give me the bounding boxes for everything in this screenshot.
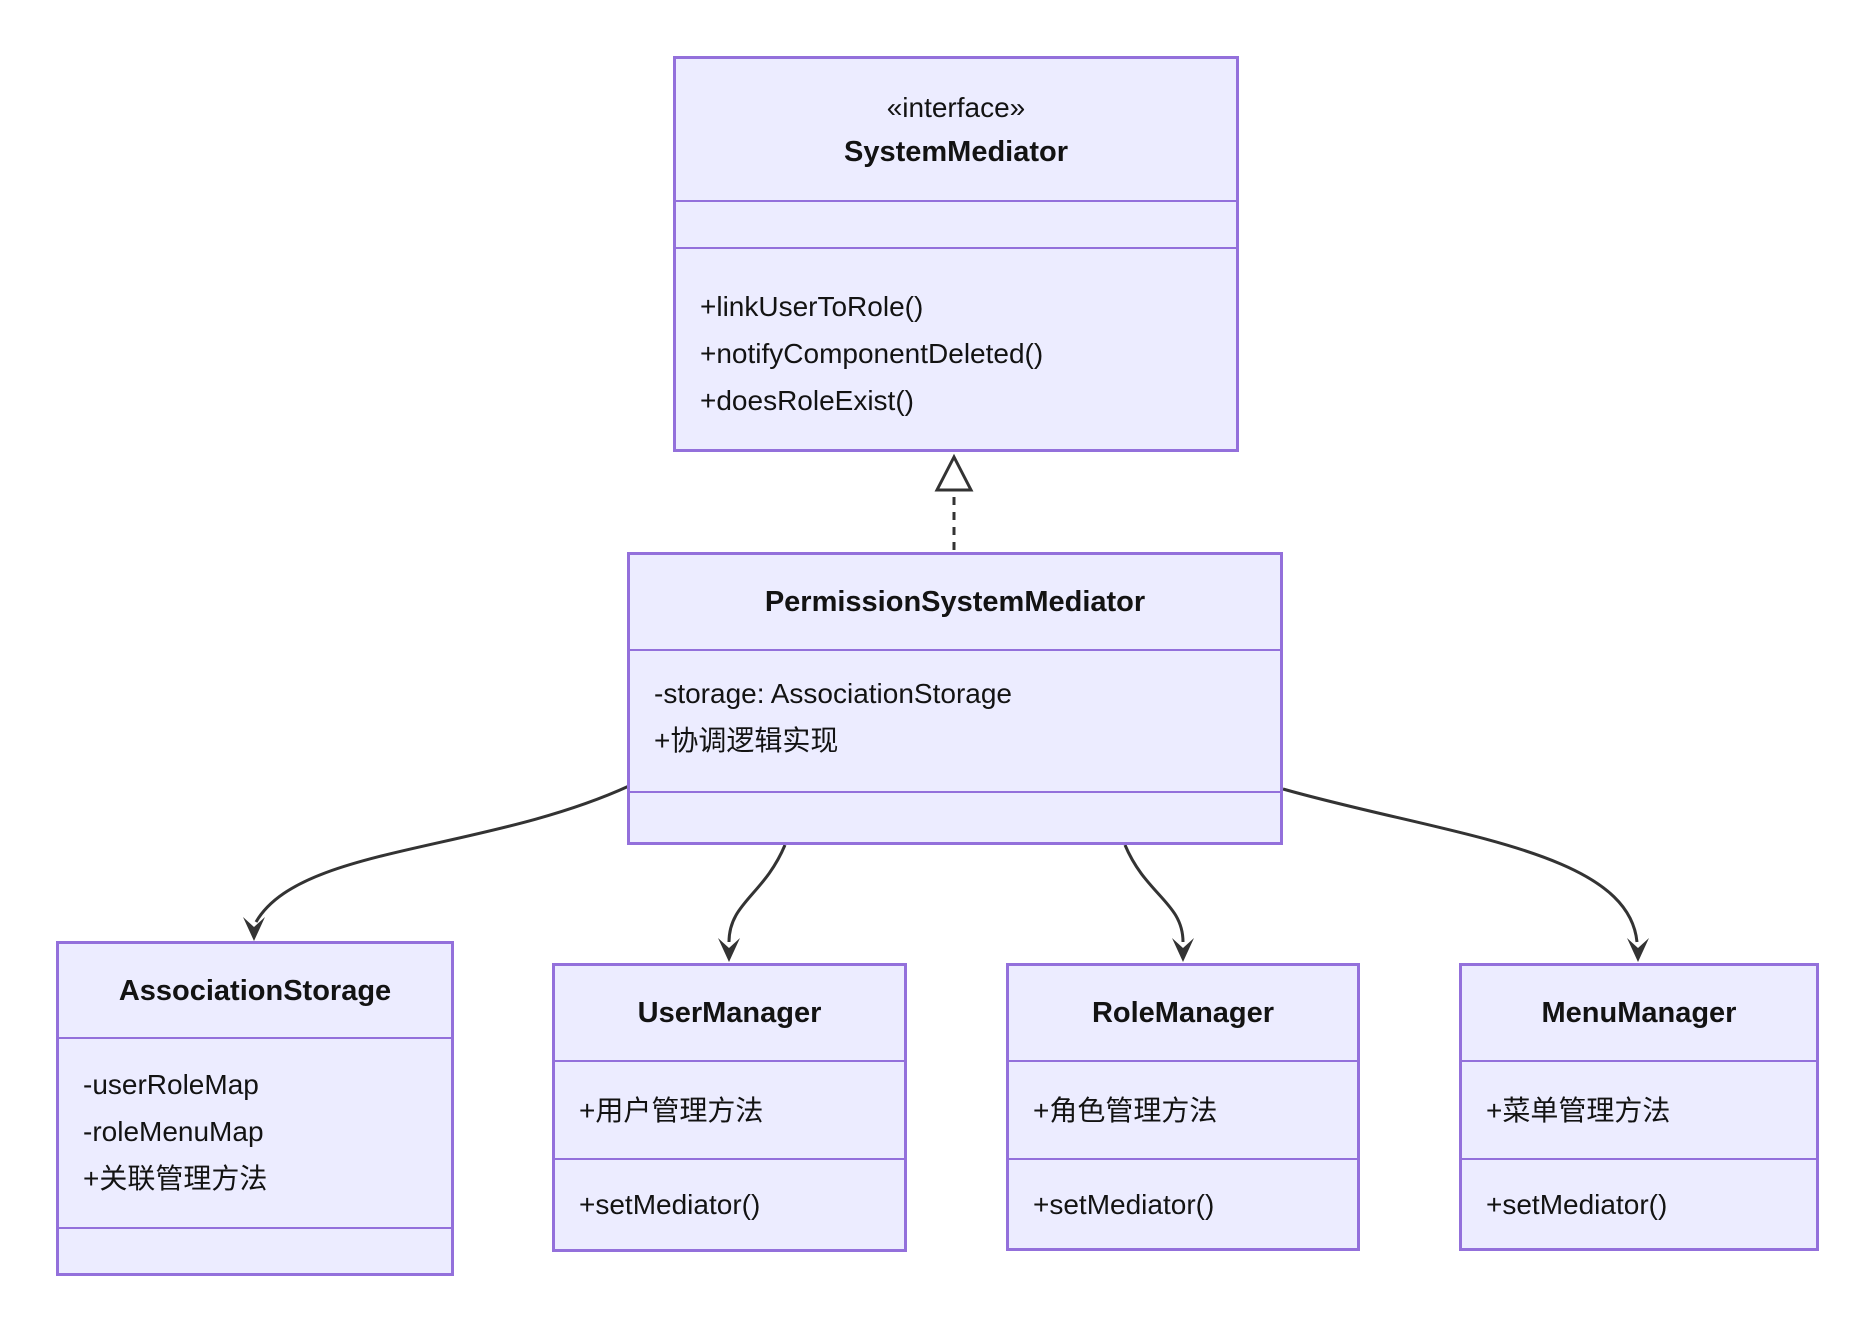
attribute-row: +关联管理方法 <box>83 1163 268 1194</box>
methods-compartment <box>630 791 1280 842</box>
method-row: +setMediator() <box>579 1189 761 1220</box>
class-title-compartment: MenuManager <box>1462 966 1816 1060</box>
class-title-compartment: AssociationStorage <box>59 944 451 1037</box>
attribute-row: +角色管理方法 <box>1033 1094 1218 1126</box>
class-user-manager: UserManager +用户管理方法 +setMediator() <box>552 963 907 1252</box>
class-permission-system-mediator: PermissionSystemMediator -storage: Assoc… <box>627 552 1283 845</box>
arrowhead-user-manager-icon <box>718 938 740 962</box>
attribute-row: -roleMenuMap <box>83 1116 264 1147</box>
methods-compartment <box>59 1227 451 1273</box>
class-title-compartment: RoleManager <box>1009 966 1357 1060</box>
method-row: +setMediator() <box>1033 1188 1215 1220</box>
attributes-compartment: -storage: AssociationStorage +协调逻辑实现 <box>630 649 1280 791</box>
edge-to-menu-manager <box>1282 787 1639 943</box>
arrowhead-association-storage-icon <box>243 917 265 941</box>
edge-to-role-manager <box>1123 844 1185 943</box>
class-menu-manager: MenuManager +菜单管理方法 +setMediator() <box>1459 963 1819 1251</box>
attribute-row: +协调逻辑实现 <box>654 725 839 756</box>
attributes-compartment: +用户管理方法 <box>555 1060 904 1158</box>
attribute-row: +用户管理方法 <box>579 1094 764 1126</box>
arrowhead-menu-manager-icon <box>1627 938 1649 962</box>
methods-compartment: +setMediator() <box>555 1158 904 1249</box>
class-role-manager: RoleManager +角色管理方法 +setMediator() <box>1006 963 1360 1251</box>
class-association-storage: AssociationStorage -userRoleMap -roleMen… <box>56 941 454 1276</box>
method-row: +doesRoleExist() <box>700 385 914 416</box>
class-name: PermissionSystemMediator <box>764 586 1146 618</box>
attribute-row: +菜单管理方法 <box>1486 1094 1671 1126</box>
attributes-compartment: +角色管理方法 <box>1009 1060 1357 1158</box>
class-name: AssociationStorage <box>118 974 392 1007</box>
arrowhead-role-manager-icon <box>1172 938 1194 962</box>
class-title-compartment: PermissionSystemMediator <box>630 555 1280 649</box>
edge-to-user-manager <box>727 844 787 943</box>
edge-to-association-storage <box>254 784 630 923</box>
methods-compartment: +setMediator() <box>1462 1158 1816 1248</box>
class-title-compartment: UserManager <box>555 966 904 1060</box>
class-system-mediator: «interface» SystemMediator +linkUserToRo… <box>673 56 1239 452</box>
attributes-compartment: -userRoleMap -roleMenuMap +关联管理方法 <box>59 1037 451 1227</box>
method-row: +notifyComponentDeleted() <box>700 338 1044 369</box>
method-row: +linkUserToRole() <box>700 291 924 322</box>
class-annotation: «interface» <box>886 91 1026 123</box>
attribute-row: -userRoleMap <box>83 1069 259 1100</box>
class-name: UserManager <box>637 997 822 1029</box>
method-row: +setMediator() <box>1486 1188 1668 1220</box>
class-name: RoleManager <box>1091 997 1275 1029</box>
class-name: SystemMediator <box>843 135 1068 168</box>
realization-triangle-icon <box>934 453 974 492</box>
attribute-row: -storage: AssociationStorage <box>654 678 1012 709</box>
class-name: MenuManager <box>1541 997 1737 1029</box>
methods-compartment: +linkUserToRole() +notifyComponentDelete… <box>676 247 1236 449</box>
class-title-compartment: «interface» SystemMediator <box>676 59 1236 200</box>
methods-compartment: +setMediator() <box>1009 1158 1357 1248</box>
attributes-compartment <box>676 200 1236 247</box>
attributes-compartment: +菜单管理方法 <box>1462 1060 1816 1158</box>
